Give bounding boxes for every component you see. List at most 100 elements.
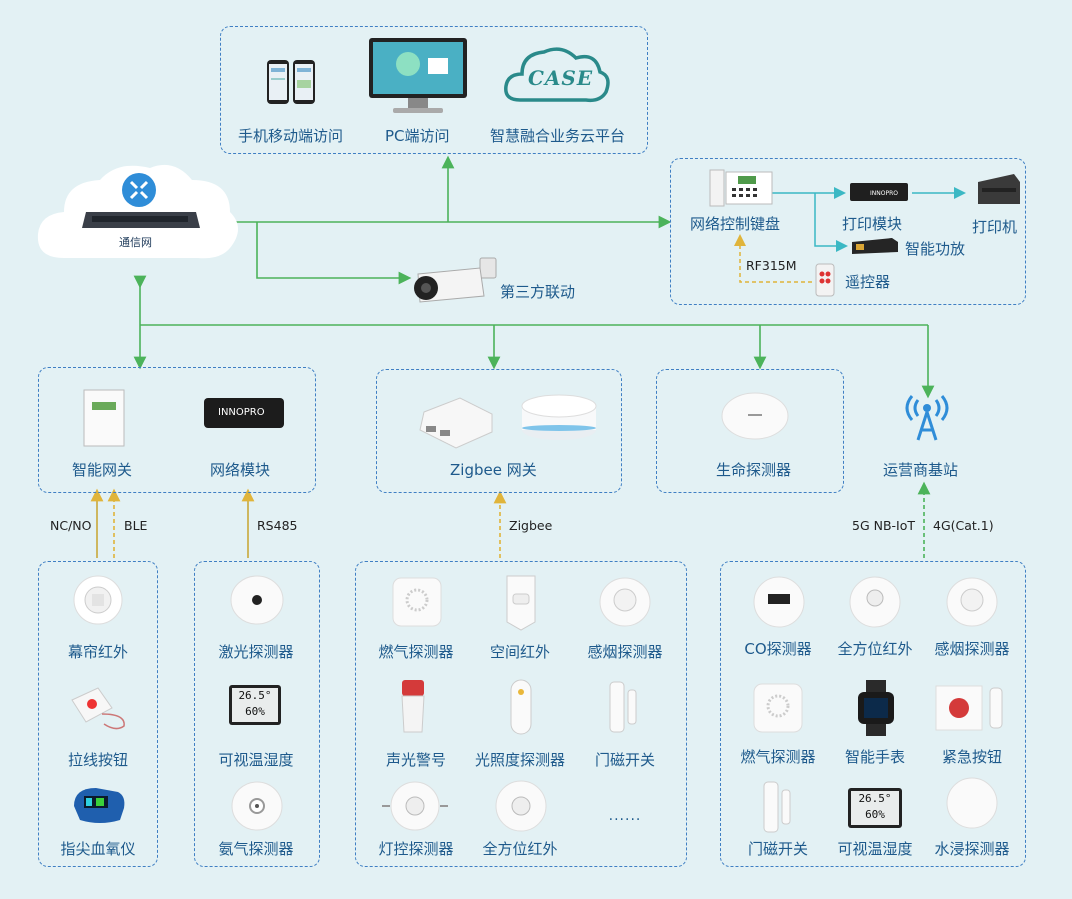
ammonia-detector-icon [231,781,283,831]
line-to-camera [256,222,412,285]
group4-item-3-label: 感烟探测器 [934,640,1010,658]
zigbee-sensors-panel [355,561,687,867]
co-detector-icon [753,576,805,628]
omni-pir-icon-2 [849,576,901,628]
pc-monitor-icon [369,38,467,113]
print-module-icon: INNOPRO [850,183,908,201]
group4-item-1-label: CO探测器 [744,640,812,658]
base-station-label: 运营商基站 [883,461,959,479]
space-pir-icon [506,575,536,631]
case-cloud-logo-icon [504,47,610,103]
zigbee-gateway-round-icon [521,394,597,440]
line-remote-keypad [734,234,812,283]
base-station-tower-icon [905,395,949,441]
gas-detector-icon-2 [753,683,803,733]
emergency-button-icon [935,685,1003,731]
ncno-label: NC/NO [50,518,92,533]
group1-item-2-label: 拉线按钮 [67,751,129,769]
cloud-platform-label: 智慧融合业务云平台 [490,127,626,145]
smart-gateway-icon [83,389,125,447]
temp-humidity-display-1: 26.5° 60% [229,685,281,725]
group3-item-3-label: 感烟探测器 [587,643,663,661]
group4-item-9-label: 水浸探测器 [934,840,1010,858]
group4-item-5-label: 智能手表 [844,748,906,766]
mobile-access-label: 手机移动端访问 [238,127,344,145]
life-detector-panel [656,369,844,493]
life-detector-icon [721,392,789,440]
group4-item-7-label: 门磁开关 [747,840,809,858]
door-sensor-icon-2 [763,781,791,833]
remote-label: 遥控器 [845,273,891,291]
group1-item-1-label: 幕帘红外 [67,643,129,661]
svg-text:INNOPRO: INNOPRO [870,190,898,197]
group4-item-6-label: 紧急按钮 [941,748,1003,766]
light-control-detector-icon [382,781,448,831]
smoke-detector-icon [599,577,651,627]
smart-watch-icon [858,680,894,736]
innopro-text: INNOPRO [218,407,265,418]
group2-item-3-label: 氨气探测器 [218,840,294,858]
siren-icon [401,680,425,733]
temp-humidity-display-2: 26.5° 60% [848,788,902,828]
cellular-sensors-panel [720,561,1026,867]
group3-item-7-label: 灯控探测器 [378,840,454,858]
light-sensor-icon [510,679,532,735]
ble-label: BLE [124,518,148,533]
mobile-phone-icon [267,60,315,104]
door-sensor-icon [609,681,637,733]
temp-reading-2: 26.5° [858,792,892,805]
nbiot-label: 5G NB-IoT [852,518,916,533]
network-hub-icon [122,173,156,207]
group3-item-4-label: 声光警号 [385,751,447,769]
pc-access-label: PC端访问 [385,127,450,145]
group4-item-2-label: 全方位红外 [837,640,913,658]
oximeter-icon [74,788,125,823]
group3-item-5-label: 光照度探测器 [474,751,566,769]
line-keypad-amp [814,193,848,252]
amplifier-icon [852,238,898,254]
network-module-label: 网络模块 [210,461,271,479]
zigbee-gateway-white-icon [419,397,493,449]
rs485-label: RS485 [257,518,298,533]
keypad-panel [670,158,1026,305]
rf315m-label: RF315M [746,258,797,273]
zigbee-panel [376,369,622,493]
curtain-pir-icon [73,575,123,625]
group3-more-label: ...... [608,808,642,824]
print-module-label: 打印模块 [842,215,903,233]
gateway-panel [38,367,316,493]
network-cloud [37,164,238,259]
printer-icon [978,174,1020,204]
cat1-label: 4G(Cat.1) [933,518,994,533]
temp-reading-1: 26.5° [238,689,272,702]
remote-control-icon [815,263,835,297]
group4-item-4-label: 燃气探测器 [740,748,816,766]
printer-label: 打印机 [972,218,1018,236]
laser-detector-icon [230,575,284,625]
network-label: 通信网 [119,236,152,249]
group4-item-8-label: 可视温湿度 [837,840,913,858]
third-party-label: 第三方联动 [500,283,576,301]
zigbee-gateway-label: Zigbee 网关 [450,461,537,479]
amplifier-label: 智能功放 [905,240,966,258]
rs485-sensors-panel [194,561,320,867]
smoke-detector-icon-2 [946,577,998,627]
network-module-icon: INNOPRO [204,398,284,428]
group3-item-2-label: 空间红外 [489,643,551,661]
zigbee-link-label: Zigbee [509,518,553,533]
group3-item-8-label: 全方位红外 [482,840,558,858]
humidity-reading-1: 60% [245,705,265,718]
group2-item-1-label: 激光探测器 [218,643,294,661]
security-camera-icon [414,257,497,303]
keypad-icon [709,169,773,207]
water-leak-detector-icon [946,777,998,829]
group3-item-6-label: 门磁开关 [594,751,656,769]
gas-detector-icon [392,577,442,627]
humidity-reading-2: 60% [865,808,885,821]
group3-item-1-label: 燃气探测器 [378,643,454,661]
smart-gateway-label: 智能网关 [72,461,133,479]
case-logo-text: CASE [528,66,594,90]
keypad-label: 网络控制键盘 [690,215,781,233]
network-switch-icon [82,212,200,228]
